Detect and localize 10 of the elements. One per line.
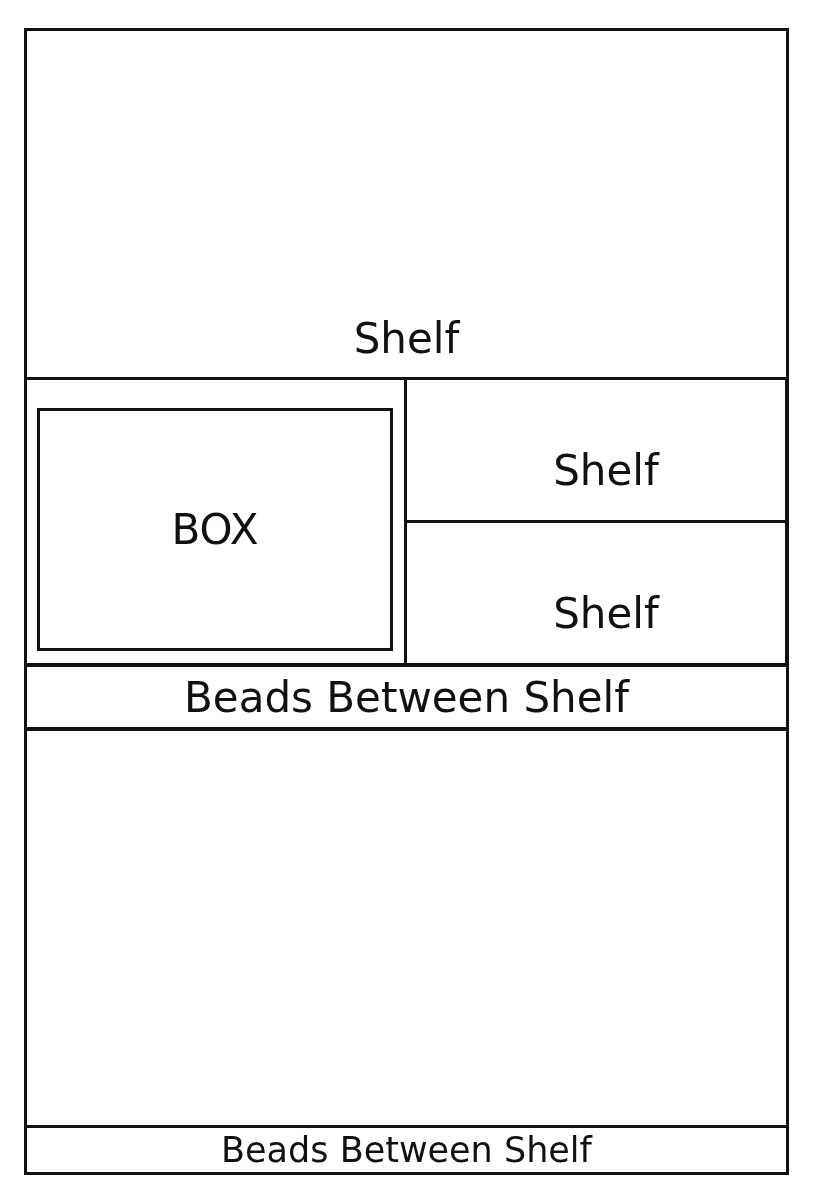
shelf-label: Shelf [553, 445, 659, 495]
bead-strip-label: Beads Between Shelf [184, 672, 629, 722]
bead-strip-label: Beads Between Shelf [221, 1130, 592, 1170]
box-outline [37, 408, 393, 651]
shelf-label: Shelf [353, 314, 460, 363]
cabinet-frame [24, 28, 789, 1175]
bead-strip [24, 664, 789, 730]
shelf-compartment [404, 520, 788, 666]
box-label: BOX [171, 505, 259, 554]
shelf-label: Shelf [553, 588, 659, 638]
